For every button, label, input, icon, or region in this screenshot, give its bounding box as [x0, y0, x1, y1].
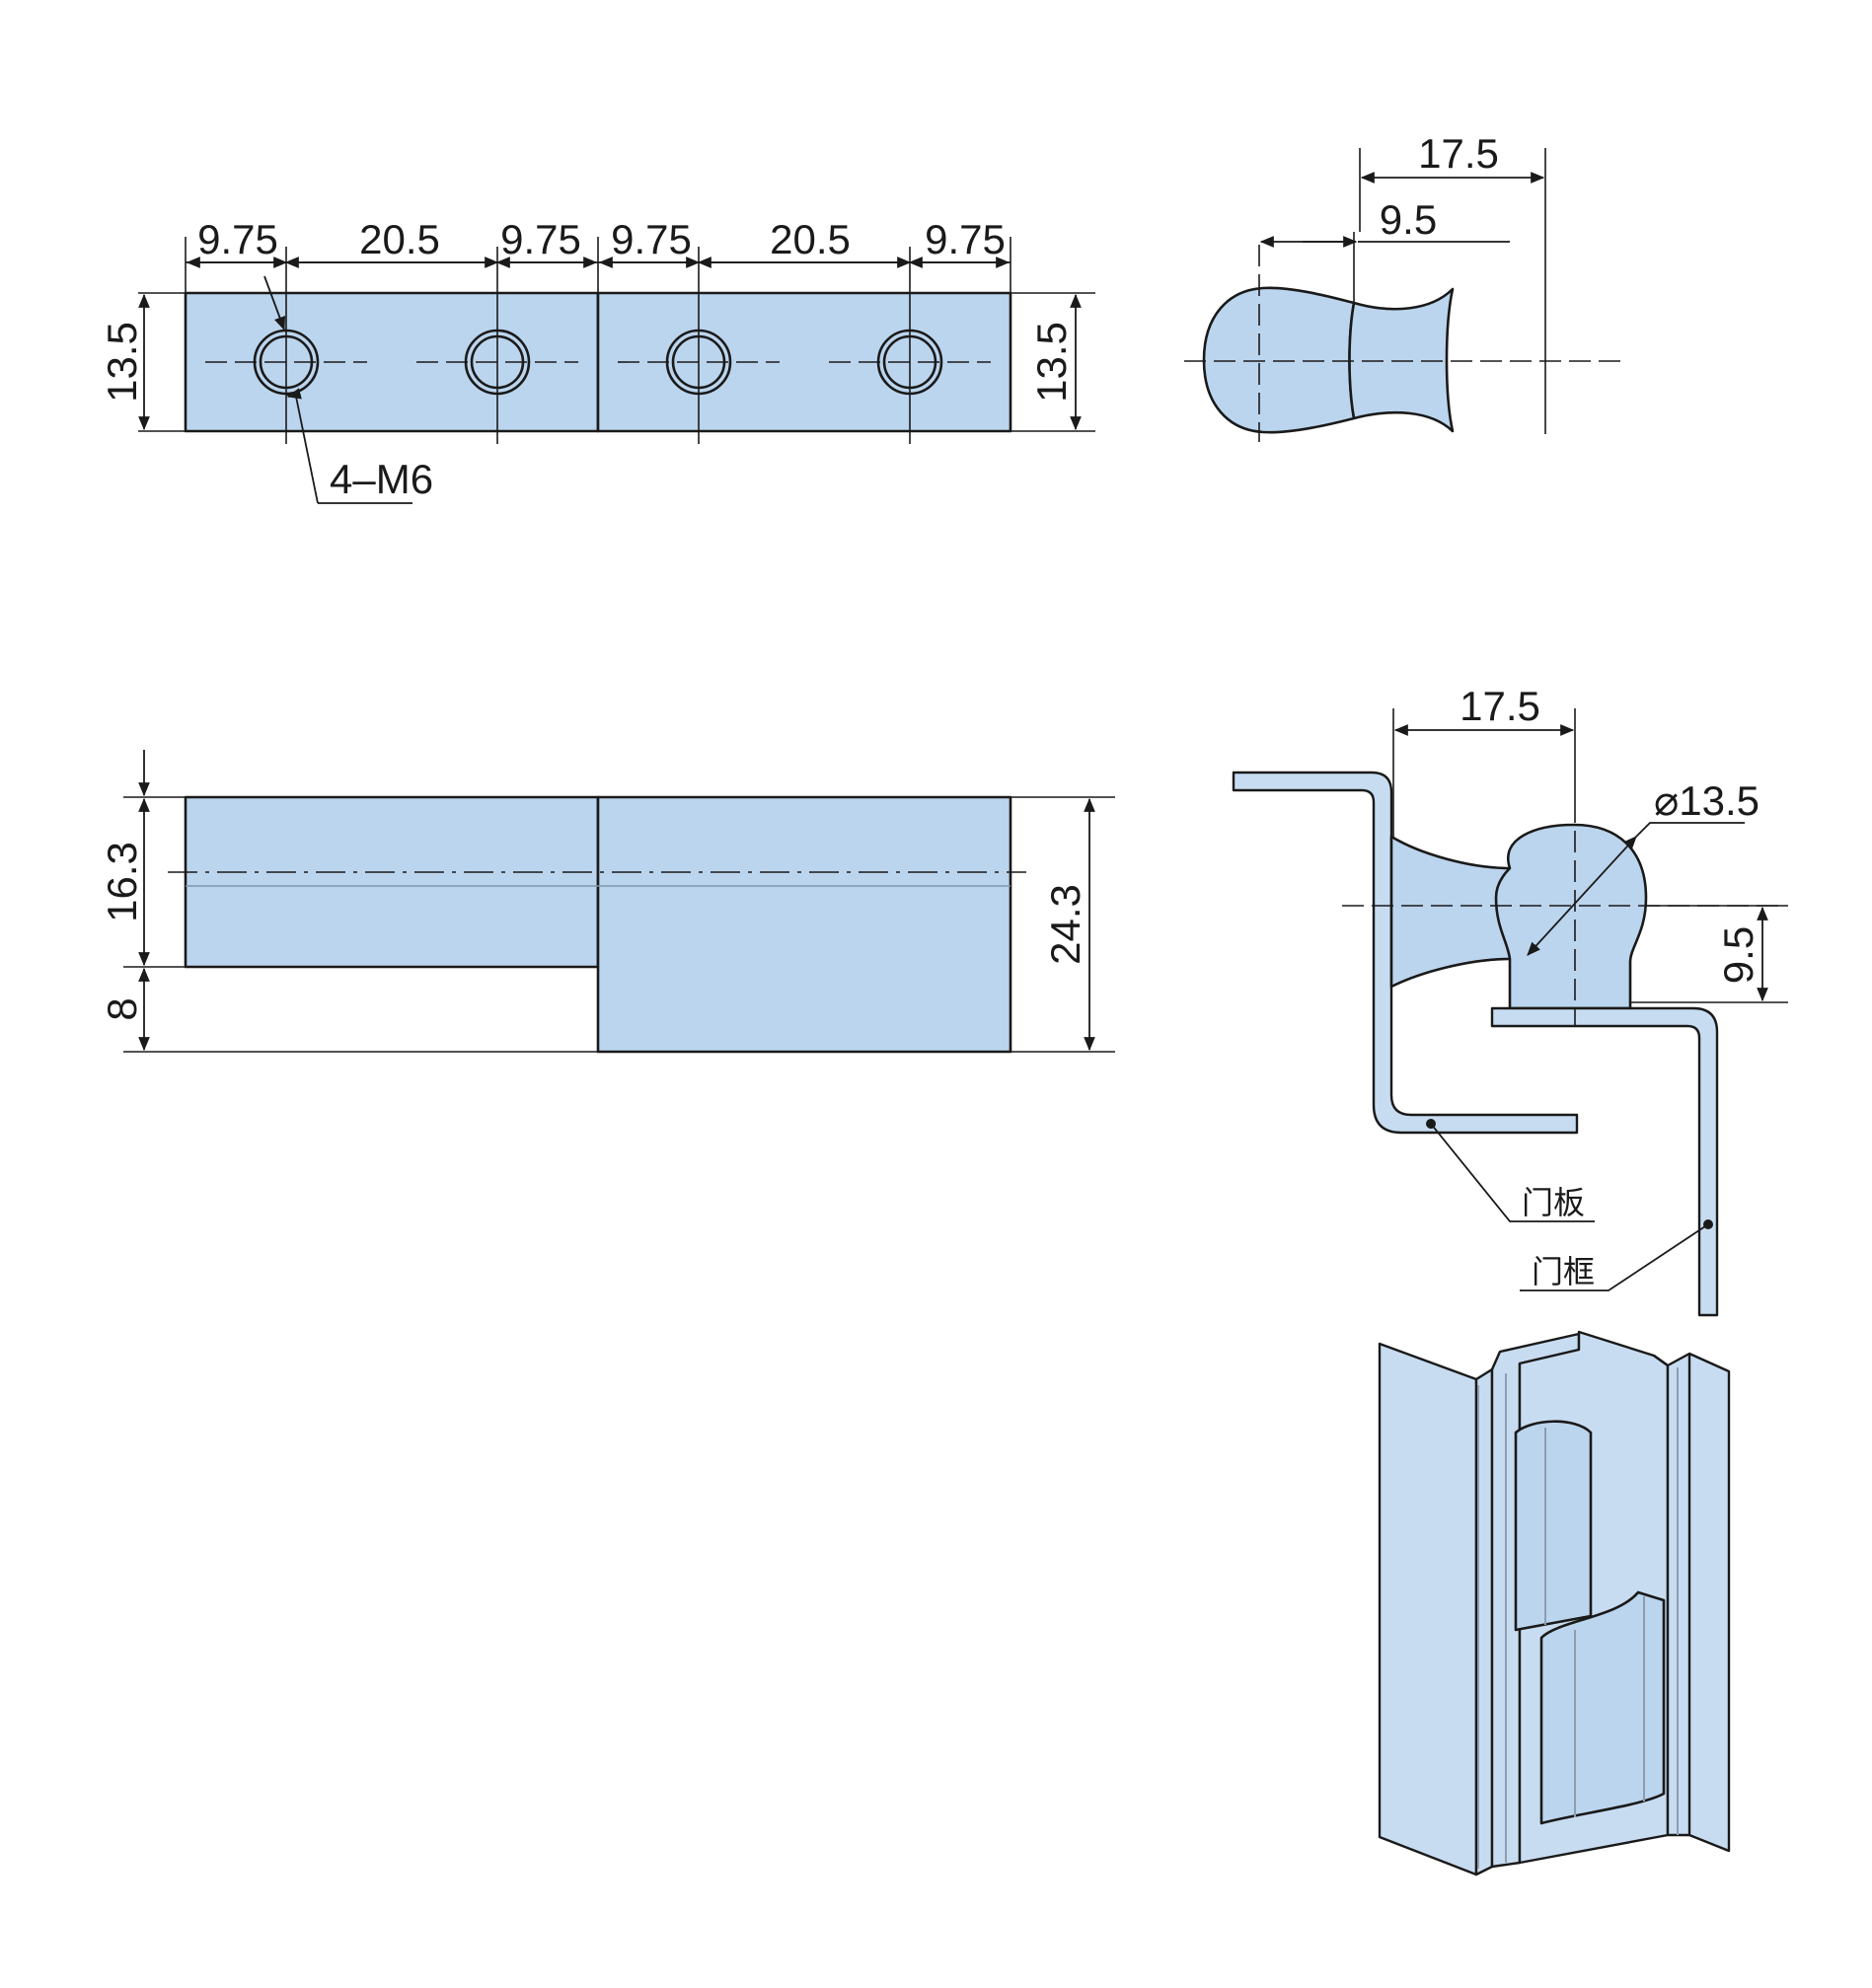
end-view-knuckle: [1202, 286, 1356, 434]
dim-top-4: 9.75: [611, 216, 692, 262]
installed-section-view: 17.5 ⌀13.5 9.5 门板 门框: [1232, 683, 1788, 1317]
door-frame-sheet: [1490, 1006, 1719, 1317]
end-view: 17.5 9.5: [1184, 130, 1628, 442]
front-lower-leaf: [596, 795, 1012, 1054]
dim-top-2: 20.5: [359, 216, 440, 262]
iso-left-panel: [1378, 1342, 1478, 1877]
front-upper-leaf: [184, 795, 600, 969]
iso-upper-knuckle: [1514, 1420, 1593, 1632]
dim-end-pin-width: 9.5: [1380, 196, 1437, 243]
installed-hinge-leaf: [1389, 835, 1512, 989]
dim-front-upper-height: 16.3: [99, 842, 145, 922]
dim-top-6: 9.75: [925, 216, 1006, 262]
iso-lower-knuckle: [1539, 1590, 1666, 1825]
top-view: 9.75 20.5 9.75 9.75 20.5 9.75 13.5 13.5 …: [99, 216, 1095, 504]
dim-top-1: 9.75: [197, 216, 278, 262]
dim-top-5: 20.5: [770, 216, 851, 262]
dim-knuckle-diameter: ⌀13.5: [1654, 777, 1760, 824]
dim-top-height-right: 13.5: [1028, 322, 1075, 403]
dim-installed-offset: 17.5: [1460, 683, 1540, 729]
dim-end-overall-width: 17.5: [1418, 130, 1499, 177]
dim-top-height-left: 13.5: [99, 322, 145, 403]
hole-callout: 4–M6: [263, 275, 433, 504]
front-view: 16.3 8 24.3: [99, 750, 1115, 1054]
dim-front-lower-height: 8: [99, 997, 145, 1020]
end-view-leaf: [1348, 287, 1455, 433]
hole-spec-label: 4–M6: [330, 456, 433, 502]
door-frame-label: 门框: [1532, 1253, 1595, 1290]
installed-knuckle: [1494, 823, 1648, 1010]
isometric-view: [1378, 1330, 1731, 1877]
dim-top-3: 9.75: [500, 216, 581, 262]
door-panel-label: 门板: [1522, 1184, 1585, 1221]
door-panel-sheet: [1232, 771, 1579, 1135]
top-horizontal-dimensions: 9.75 20.5 9.75 9.75 20.5 9.75: [186, 216, 1011, 268]
hole-centerlines: [205, 247, 991, 444]
dim-axis-offset: 9.5: [1715, 926, 1761, 984]
dim-front-total-height: 24.3: [1042, 884, 1088, 965]
